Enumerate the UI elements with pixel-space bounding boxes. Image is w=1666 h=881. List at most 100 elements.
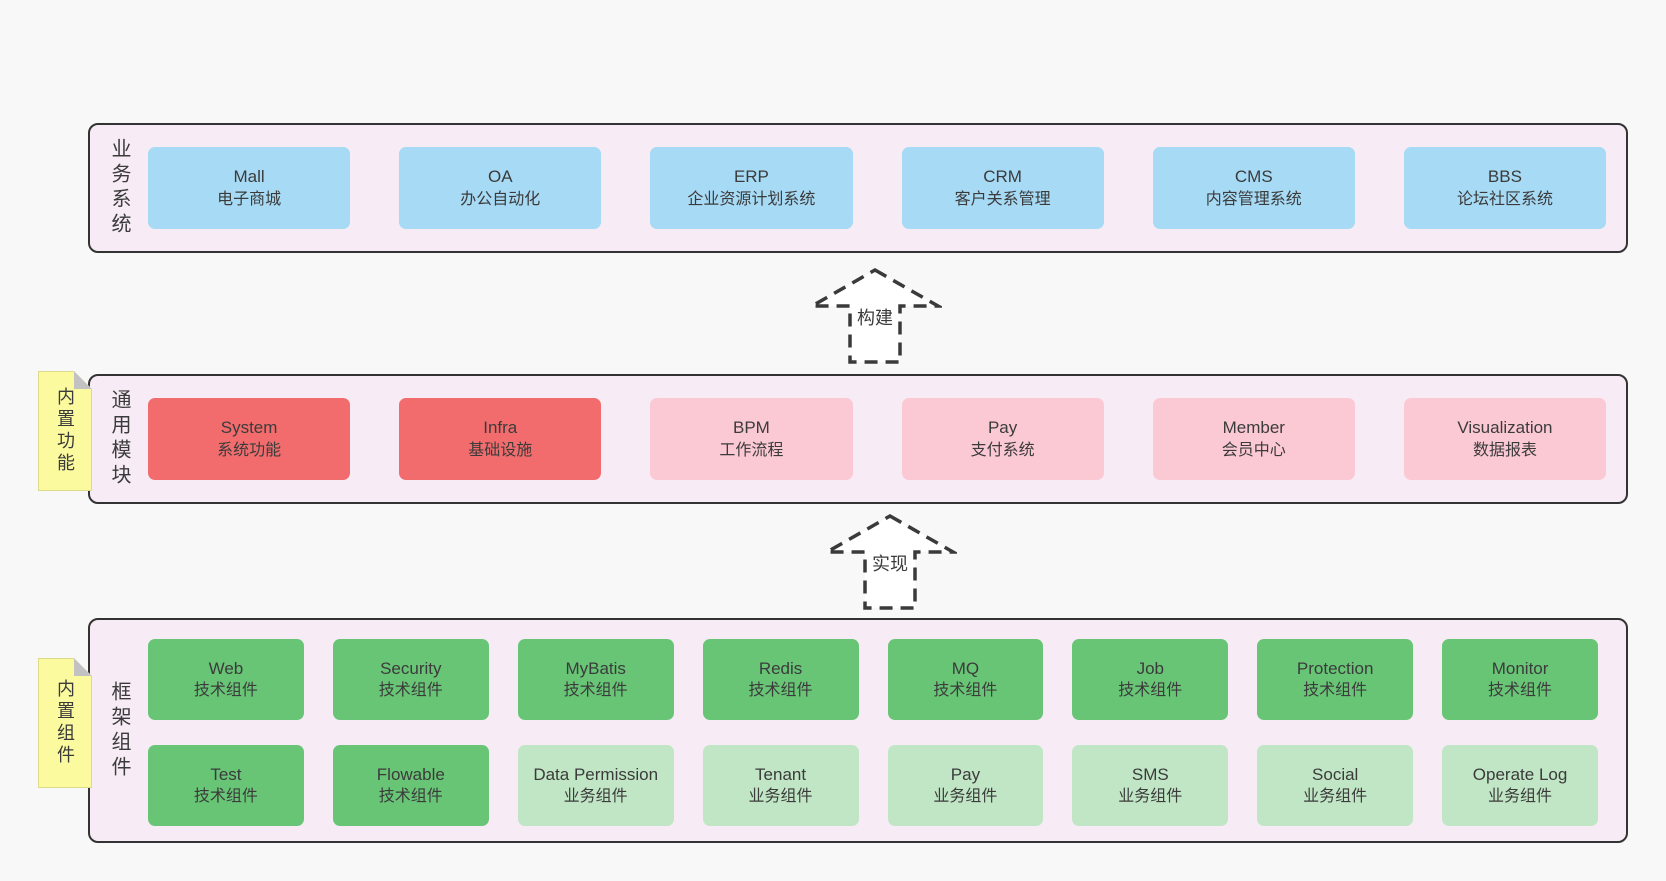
module-subtitle: 技术组件 — [563, 682, 628, 700]
module-name: OA — [487, 167, 513, 187]
module-name: SMS — [1131, 764, 1169, 784]
module-subtitle: 技术组件 — [1303, 682, 1368, 700]
module-name: Visualization — [1457, 418, 1553, 438]
module-name: CRM — [983, 167, 1022, 187]
module-name: Job — [1136, 658, 1165, 678]
module-subtitle: 业务组件 — [563, 788, 628, 806]
module-name: Mall — [233, 167, 265, 187]
module-box-mall: Mall 电子商城 — [148, 147, 351, 229]
module-box-sms: SMS 业务组件 — [1072, 745, 1229, 826]
module-name: Redis — [758, 658, 803, 678]
common-modules-boxes: System 系统功能 Infra 基础设施 BPM 工作流程 Pay 支付系统 Member 会… — [148, 376, 1626, 502]
module-subtitle: 支付系统 — [970, 441, 1035, 459]
module-subtitle: 会员中心 — [1221, 441, 1286, 459]
module-subtitle: 基础设施 — [468, 441, 533, 459]
module-subtitle: 技术组件 — [748, 682, 813, 700]
module-name: Data Permission — [533, 764, 659, 784]
module-name: MyBatis — [565, 658, 626, 678]
module-name: ERP — [733, 167, 769, 187]
module-box-system: System 系统功能 — [148, 398, 351, 480]
sticky-note-builtin-features: 内置功能 — [38, 371, 92, 491]
module-box-security: Security 技术组件 — [332, 639, 489, 720]
module-box-member: Member 会员中心 — [1152, 398, 1355, 480]
module-box-data-permission: Data Permission 业务组件 — [517, 745, 674, 826]
sticky-note-label: 内置组件 — [55, 679, 75, 767]
module-name: Test — [210, 764, 242, 784]
module-subtitle: 业务组件 — [1303, 788, 1368, 806]
arrow-implement: 实现 — [823, 512, 957, 612]
arrow-up-icon: 构建 — [808, 267, 942, 364]
module-name: Member — [1222, 418, 1285, 438]
module-box-bbs: BBS 论坛社区系统 — [1403, 147, 1607, 229]
module-subtitle: 客户关系管理 — [954, 190, 1051, 208]
module-subtitle: 业务组件 — [933, 788, 998, 806]
module-subtitle: 工作流程 — [719, 441, 784, 459]
module-name: Monitor — [1491, 658, 1549, 678]
module-name: Security — [380, 658, 442, 678]
module-box-flowable: Flowable 技术组件 — [332, 745, 489, 826]
module-box-crm: CRM 客户关系管理 — [901, 147, 1104, 229]
module-subtitle: 技术组件 — [193, 682, 258, 700]
module-name: CMS — [1234, 167, 1273, 187]
module-name: Pay — [950, 764, 981, 784]
module-box-infra: Infra 基础设施 — [399, 398, 602, 480]
module-subtitle: 内容管理系统 — [1205, 190, 1302, 208]
module-box-cms: CMS 内容管理系统 — [1152, 147, 1355, 229]
module-subtitle: 企业资源计划系统 — [687, 190, 816, 208]
module-subtitle: 数据报表 — [1472, 441, 1537, 459]
module-name: Infra — [483, 418, 518, 438]
arrow-implement-label: 实现 — [872, 554, 908, 574]
module-name: Pay — [987, 418, 1018, 438]
arrow-up-icon: 实现 — [823, 513, 957, 610]
arrow-build-label: 构建 — [857, 308, 893, 328]
module-box-job: Job 技术组件 — [1072, 639, 1229, 720]
band-common-modules: 通用模块 System 系统功能 Infra 基础设施 BPM 工作流程 Pay 支付系统 Me… — [88, 374, 1628, 504]
module-box-tenant: Tenant 业务组件 — [702, 745, 859, 826]
module-box-pay: Pay 支付系统 — [901, 398, 1104, 480]
module-name: Protection — [1296, 658, 1374, 678]
module-name: Operate Log — [1472, 764, 1568, 784]
module-subtitle: 技术组件 — [1118, 682, 1183, 700]
module-subtitle: 业务组件 — [748, 788, 813, 806]
module-subtitle: 技术组件 — [378, 682, 443, 700]
module-name: Flowable — [376, 764, 445, 784]
module-box-bpm: BPM 工作流程 — [650, 398, 853, 480]
module-subtitle: 技术组件 — [378, 788, 443, 806]
business-systems-boxes: Mall 电子商城 OA 办公自动化 ERP 企业资源计划系统 CRM 客户关系管理 CMS 内容… — [148, 125, 1626, 251]
sticky-note-builtin-components: 内置组件 — [38, 658, 92, 788]
band-label-framework-components: 框架组件 — [108, 680, 130, 781]
module-box-visualization: Visualization 数据报表 — [1403, 398, 1607, 480]
module-name: BPM — [733, 418, 770, 438]
module-name: MQ — [951, 658, 980, 678]
module-subtitle: 技术组件 — [1488, 682, 1553, 700]
module-name: BBS — [1487, 167, 1522, 187]
arrow-build: 构建 — [808, 266, 942, 366]
module-subtitle: 业务组件 — [1488, 788, 1553, 806]
module-box-web: Web 技术组件 — [148, 639, 304, 720]
module-box-mybatis: MyBatis 技术组件 — [517, 639, 674, 720]
module-subtitle: 办公自动化 — [460, 190, 541, 208]
module-name: System — [220, 418, 278, 438]
module-box-monitor: Monitor 技术组件 — [1442, 639, 1598, 720]
module-box-redis: Redis 技术组件 — [702, 639, 859, 720]
band-business-systems: 业务系统 Mall 电子商城 OA 办公自动化 ERP 企业资源计划系统 CRM 客户关系管理… — [88, 123, 1628, 253]
band-label-business-systems: 业务系统 — [108, 138, 130, 238]
module-name: Tenant — [755, 764, 807, 784]
band-label-wrap: 通用模块 — [90, 376, 148, 502]
module-subtitle: 论坛社区系统 — [1456, 190, 1553, 208]
module-name: Web — [208, 658, 244, 678]
module-box-pay: Pay 业务组件 — [887, 745, 1044, 826]
module-subtitle: 电子商城 — [217, 190, 282, 208]
module-subtitle: 系统功能 — [217, 441, 282, 459]
module-box-operate-log: Operate Log 业务组件 — [1442, 745, 1598, 826]
module-box-social: Social 业务组件 — [1257, 745, 1414, 826]
module-box-oa: OA 办公自动化 — [399, 147, 602, 229]
module-subtitle: 业务组件 — [1118, 788, 1183, 806]
band-label-wrap: 业务系统 — [90, 125, 148, 251]
module-name: Social — [1312, 764, 1359, 784]
sticky-note-label: 内置功能 — [55, 387, 75, 475]
